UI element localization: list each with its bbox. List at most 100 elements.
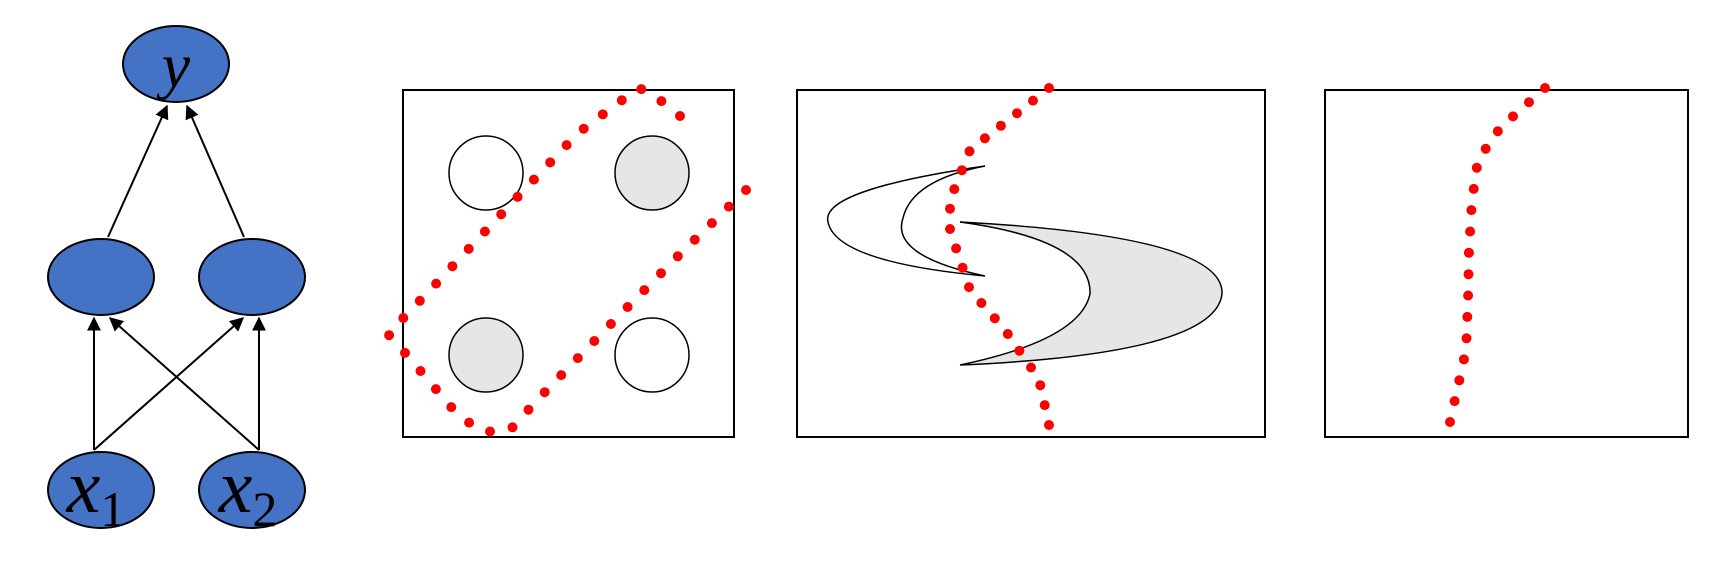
- boundary-dot: [1461, 333, 1472, 344]
- boundary-dot: [1458, 354, 1469, 365]
- boundary-dot: [976, 298, 987, 308]
- boundary-dot: [995, 120, 1006, 131]
- input-node-2: [198, 451, 306, 529]
- boundary-dot: [431, 278, 442, 289]
- boundary-dot: [1044, 83, 1054, 93]
- boundary-dot: [1524, 97, 1534, 108]
- boundary-dot: [1026, 362, 1036, 373]
- boundary-dot: [430, 384, 441, 395]
- boundary-dot: [964, 146, 975, 157]
- boundary-dot: [415, 366, 426, 376]
- boundary-dot: [1028, 95, 1038, 106]
- boundary-dot: [1466, 205, 1477, 216]
- boundary-dot: [1454, 375, 1465, 386]
- boundary-dot: [398, 313, 409, 323]
- boundary-dot: [656, 96, 667, 107]
- boundary-dot: [589, 336, 600, 346]
- panel-crescents: [796, 83, 1266, 438]
- boundary-dot: [539, 387, 550, 398]
- boundary-dot: [656, 268, 666, 279]
- boundary-dot: [485, 426, 495, 437]
- class-circle-filled: [614, 135, 690, 211]
- boundary-dot: [1462, 311, 1473, 322]
- boundary-dot: [479, 226, 490, 237]
- boundary-dot: [1463, 290, 1474, 301]
- boundary-dot: [400, 347, 410, 358]
- boundary-dot: [496, 209, 507, 220]
- edge-h1-to-y: [107, 104, 169, 238]
- boundary-dot: [1471, 162, 1482, 173]
- class-circle-empty: [614, 317, 690, 393]
- boundary-dot: [1492, 126, 1503, 137]
- boundary-dot: [616, 95, 627, 106]
- output-node: [122, 25, 230, 103]
- boundary-dot: [949, 184, 960, 195]
- boundary-dot: [706, 218, 717, 229]
- boundary-dot: [1463, 269, 1474, 280]
- boundary-dot: [622, 302, 633, 312]
- boundary-dot: [945, 224, 955, 234]
- boundary-dot: [1002, 329, 1013, 339]
- boundary-dot: [561, 140, 572, 151]
- boundary-dot: [605, 319, 616, 329]
- boundary-dot: [1480, 143, 1491, 154]
- output-node-label: y: [156, 30, 191, 101]
- class-circle-empty: [448, 135, 524, 211]
- boundary-dot: [464, 417, 475, 428]
- boundary-dot: [675, 111, 685, 121]
- panel-curve: [1324, 83, 1689, 438]
- boundary-dot: [1463, 247, 1474, 258]
- boundary-dot: [639, 285, 650, 296]
- boundary-dot: [1445, 417, 1455, 427]
- boundary-dot: [989, 313, 1000, 324]
- boundary-dot: [956, 165, 967, 176]
- boundary-dot: [545, 157, 556, 168]
- panel-xor: [384, 84, 751, 438]
- boundary-dot: [1449, 396, 1460, 407]
- decision-boundary-xor: [384, 84, 751, 437]
- crescent-white: [826, 165, 986, 277]
- input-node-2-label: x2: [218, 445, 278, 537]
- crescent-grey: [959, 221, 1223, 366]
- boundary-dot: [741, 185, 751, 195]
- boundary-dot: [672, 251, 683, 262]
- boundary-dot: [572, 353, 583, 364]
- boundary-dot: [597, 109, 608, 120]
- boundary-dot: [1035, 380, 1046, 391]
- boundary-dot: [723, 201, 734, 212]
- boundary-dot: [951, 243, 962, 254]
- boundary-dot: [689, 234, 700, 245]
- boundary-dot: [528, 174, 539, 185]
- boundary-dot: [1044, 420, 1054, 430]
- edge-x2-to-h1: [108, 317, 260, 451]
- boundary-dot: [1014, 345, 1025, 356]
- hidden-node-2: [198, 238, 306, 316]
- boundary-dot: [384, 330, 395, 341]
- boundary-dot: [979, 133, 990, 144]
- boundary-dot: [636, 84, 647, 95]
- decision-boundary-curve: [1445, 83, 1550, 427]
- boundary-dot: [1508, 111, 1518, 122]
- boundary-dot: [556, 370, 567, 381]
- boundary-dot: [463, 243, 474, 254]
- boundary-dot: [447, 261, 458, 272]
- boundary-dot: [1465, 226, 1476, 237]
- edge-h2-to-y: [185, 104, 245, 238]
- boundary-dot: [507, 422, 518, 433]
- boundary-dot: [523, 404, 534, 415]
- network-diagram: y x1 x2: [47, 25, 306, 537]
- boundary-dot: [964, 282, 974, 293]
- edge-x1-to-h2: [93, 317, 245, 451]
- input-node-1: [47, 451, 155, 529]
- boundary-dot: [1468, 183, 1479, 194]
- class-circle-filled: [448, 317, 524, 393]
- boundary-dot: [945, 203, 955, 214]
- boundary-dot: [1540, 83, 1550, 93]
- boundary-dot: [578, 123, 589, 134]
- boundary-dot: [957, 262, 968, 273]
- boundary-dot: [414, 295, 425, 306]
- panel-curve-frame: [1324, 89, 1689, 438]
- input-node-1-label: x1: [66, 445, 126, 537]
- boundary-dot: [512, 191, 523, 202]
